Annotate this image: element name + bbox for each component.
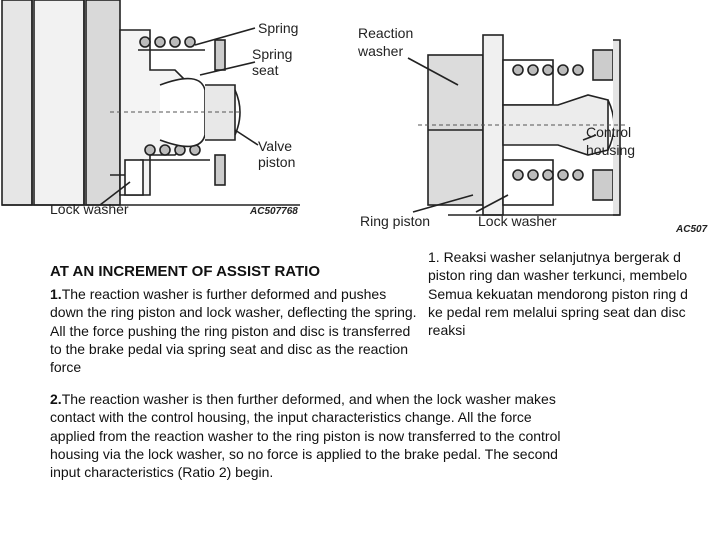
label-valve-piston-line2: piston — [258, 154, 296, 170]
label-spring-seat-line2: seat — [252, 62, 279, 78]
figure-left-diagram — [0, 0, 320, 225]
label-lock-washer-left: Lock washer — [50, 201, 129, 217]
label-reaction-washer-line1: Reaction — [358, 25, 414, 41]
indonesian-paragraph: 1. Reaksi washer selanjutnya bergerak d … — [428, 248, 720, 339]
paragraph-2: 2.The reaction washer is then further de… — [50, 390, 570, 481]
figure-right-diagram — [358, 0, 720, 235]
paragraph-1: 1.The reaction washer is further deforme… — [50, 285, 418, 376]
label-control-housing-line1: Control — [586, 124, 632, 140]
label-lock-washer-right: Lock washer — [478, 213, 557, 229]
indonesian-line-4: ke pedal rem melalui spring seat dan dis… — [428, 303, 686, 320]
section-heading: AT AN INCREMENT OF ASSIST RATIO — [50, 263, 320, 280]
figure-code-right: AC507 — [676, 224, 708, 235]
indonesian-line-5: reaksi — [428, 322, 466, 339]
paragraph-2-number: 2. — [50, 391, 62, 407]
paragraph-2-text: The reaction washer is then further defo… — [50, 391, 561, 481]
paragraph-1-number: 1. — [50, 286, 62, 302]
paragraph-1-text: The reaction washer is further deformed … — [50, 286, 417, 376]
label-ring-piston: Ring piston — [360, 213, 431, 229]
indonesian-line-2: piston ring dan washer terkunci, membelo — [428, 267, 688, 284]
label-valve-piston-line1: Valve — [258, 138, 292, 154]
label-spring-seat-line1: Spring — [252, 46, 293, 62]
label-reaction-washer-line2: washer — [358, 43, 404, 59]
label-control-housing-line2: housing — [586, 142, 636, 158]
label-spring: Spring — [258, 20, 299, 36]
indonesian-line-3: Semua kekuatan mendorong piston ring d — [428, 285, 688, 302]
figure-code-left: AC507768 — [250, 206, 298, 217]
indonesian-line-1: 1. Reaksi washer selanjutnya bergerak d — [428, 249, 681, 265]
